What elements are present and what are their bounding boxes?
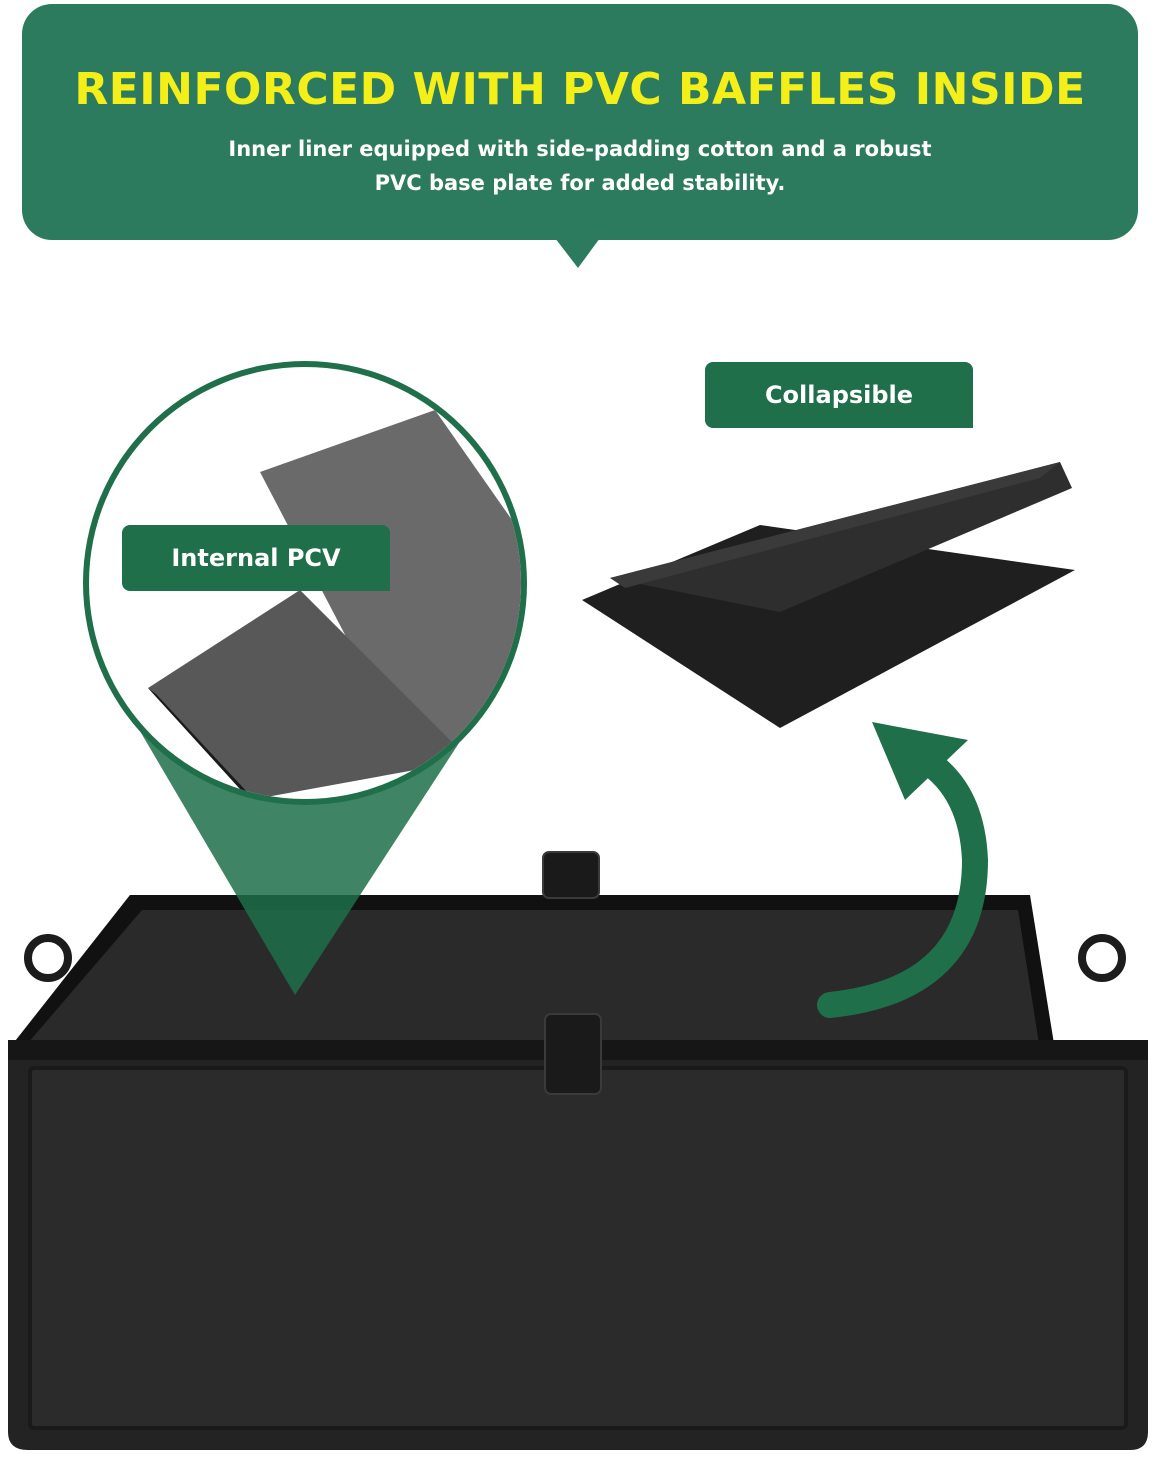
box-front-panel — [28, 1066, 1128, 1430]
internal-pcv-tag: Internal PCV — [122, 525, 390, 591]
box-back-strap — [542, 851, 600, 899]
curved-arrow-head — [872, 722, 968, 800]
banner-subtitle: Inner liner equipped with side-padding c… — [202, 132, 958, 200]
folded-bag — [582, 462, 1075, 728]
storage-box — [8, 851, 1148, 1450]
folded-bag-lid — [610, 462, 1060, 588]
pvc-board-front — [148, 590, 470, 799]
left-ring — [24, 934, 72, 982]
pvc-board-edge — [148, 688, 262, 799]
pcv-zoom-callout — [83, 361, 527, 995]
header-banner: REINFORCED WITH PVC BAFFLES INSIDE Inner… — [22, 4, 1138, 240]
right-ring — [1078, 934, 1126, 982]
banner-pointer — [555, 238, 600, 268]
banner-subtitle-line2: PVC base plate for added stability. — [374, 171, 786, 195]
collapsible-tag: Collapsible — [705, 362, 973, 428]
box-front-strap — [544, 1013, 602, 1095]
banner-title: REINFORCED WITH PVC BAFFLES INSIDE — [74, 64, 1086, 115]
curved-arrow — [817, 747, 989, 1018]
banner-subtitle-line1: Inner liner equipped with side-padding c… — [228, 137, 932, 161]
pvc-board-back — [260, 410, 521, 760]
